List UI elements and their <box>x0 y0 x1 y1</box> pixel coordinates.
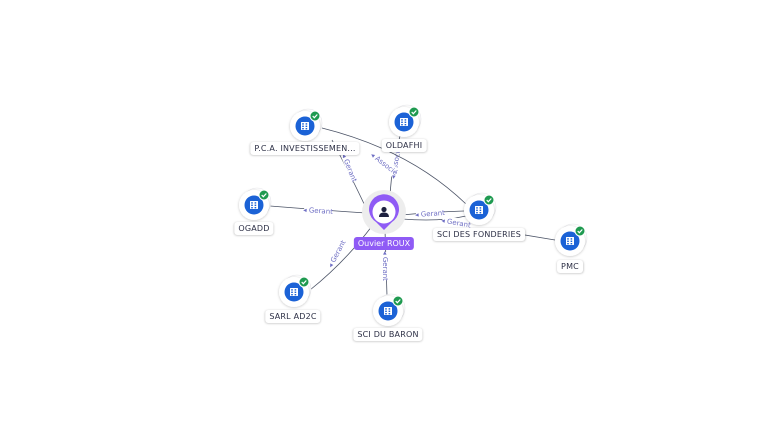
company-label-pmc: PMC <box>557 260 583 273</box>
person-icon <box>379 206 389 217</box>
company-node-sarl_ad2c[interactable] <box>279 274 312 307</box>
building-icon <box>566 237 574 245</box>
building-icon <box>384 307 392 315</box>
company-label-sci_fonderies: SCI DES FONDERIES <box>433 228 525 241</box>
verified-check-icon <box>298 276 310 288</box>
company-label-sarl_ad2c: SARL AD2C <box>265 310 321 323</box>
verified-check-icon <box>258 189 270 201</box>
company-node-pmc[interactable] <box>555 223 588 256</box>
company-label-ogadd: OGADD <box>234 222 274 235</box>
building-icon <box>400 118 408 126</box>
verified-check-icon <box>408 106 420 118</box>
building-icon <box>301 122 309 130</box>
edge-label: ◂ Gerant <box>303 206 334 216</box>
building-icon <box>475 206 483 214</box>
company-node-sci_baron[interactable] <box>373 293 406 326</box>
verified-check-icon <box>309 110 321 122</box>
edge-label: ◂ Gerant <box>340 153 359 184</box>
company-label-oldafhi: OLDAFHI <box>381 139 427 152</box>
verified-check-icon <box>392 295 404 307</box>
building-icon <box>290 288 298 296</box>
edge-label: ◂ Gerant <box>381 251 389 281</box>
company-label-pca: P.C.A. INVESTISSEMEN... <box>250 142 360 155</box>
verified-check-icon <box>574 225 586 237</box>
person-node-center[interactable] <box>362 190 406 234</box>
center-person-label: Ouvier ROUX <box>353 237 415 250</box>
edge-pca-sci_fonderies <box>321 127 467 205</box>
verified-check-icon <box>483 194 495 206</box>
company-node-pca[interactable] <box>290 108 323 141</box>
company-node-ogadd[interactable] <box>239 187 272 220</box>
company-label-sci_baron: SCI DU BARON <box>353 328 423 341</box>
edge-label: ◂ Gerant <box>415 209 446 219</box>
building-icon <box>250 201 258 209</box>
company-node-oldafhi[interactable] <box>389 104 422 137</box>
edge-center-sarl_ad2c <box>309 225 373 291</box>
company-node-sci_fonderies[interactable] <box>464 192 497 225</box>
edge-label: ◂ Gerant <box>326 239 347 269</box>
edge-center-sci_fonderies <box>401 215 467 221</box>
